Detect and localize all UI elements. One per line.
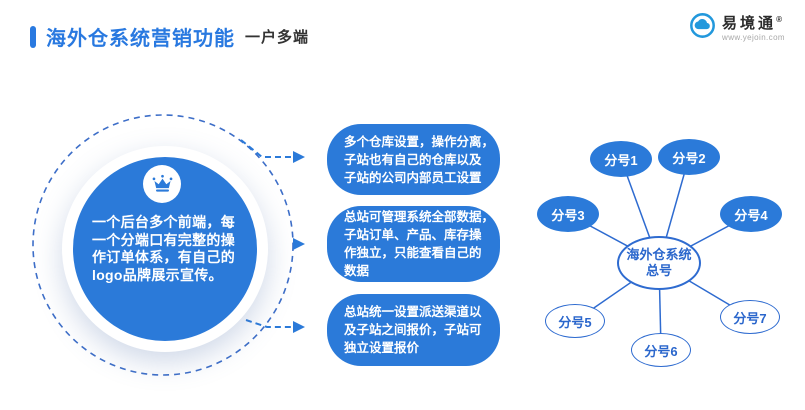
feature-line: 子站的公司内部员工设置 [344,170,482,185]
hero-description: 一个后台多个前端，每 一个分端口有完整的操 作订单体系，有自己的 logo品牌展… [92,214,244,284]
feature-card-pricing: 总站统一设置派送渠道以 及子站之间报价，子站可 独立设置报价 [327,294,500,366]
crown-badge [143,165,181,203]
crown-icon [152,174,172,192]
feature-card-data: 总站可管理系统全部数据， 子站订单、产品、库存操 作独立，只能查看自己的 数据 [327,206,500,282]
node-branch-4: 分号4 [720,196,782,232]
feature-line: 多个仓库设置，操作分离， [344,134,495,149]
feature-card-warehouse: 多个仓库设置，操作分离， 子站也有自己的仓库以及 子站的公司内部员工设置 [327,124,500,195]
node-branch-7: 分号7 [720,300,780,334]
connector-arrow-1 [240,139,305,163]
page-title: 海外仓系统营销功能 [46,28,235,50]
feature-line: 总站可管理系统全部数据， [344,210,495,224]
cloud-logo-icon [690,13,715,38]
brand-text-block: 易境通® www.yejoin.com [722,11,785,42]
feature-line: 作独立，只能查看自己的 [344,246,482,260]
node-branch-5: 分号5 [545,304,605,338]
feature-line: 子站订单、产品、库存操 [344,228,482,242]
node-master-line: 总号 [645,263,672,278]
feature-line: 独立设置报价 [344,341,420,355]
feature-line: 子站也有自己的仓库以及 [344,152,482,167]
title-accent-bar [30,25,36,48]
brand-url: www.yejoin.com [722,33,785,42]
node-branch-2: 分号2 [658,139,720,175]
node-master: 海外仓系统 总号 [617,236,701,290]
hero-circle: 一个后台多个前端，每 一个分端口有完整的操 作订单体系，有自己的 logo品牌展… [73,157,257,341]
brand-logo: 易境通® www.yejoin.com [689,11,785,42]
brand-name-text: 易境通 [722,15,777,32]
feature-line: 数据 [344,264,370,278]
hero-line: 一个分端口有完整的操 [92,231,235,248]
node-master-line: 海外仓系统 [626,247,692,262]
connector-arrow-3 [245,319,305,333]
node-branch-6: 分号6 [631,333,691,367]
page-subtitle: 一户多端 [245,29,310,46]
hero-line: 作订单体系，有自己的 [92,249,235,265]
feature-line: 及子站之间报价，子站可 [344,323,482,337]
feature-line: 总站统一设置派送渠道以 [344,305,482,319]
brand-name: 易境通® [722,11,785,32]
hero-line: logo品牌展示宣传。 [92,266,223,283]
registered-mark: ® [776,15,782,24]
node-branch-1: 分号1 [590,141,652,177]
page-header: 海外仓系统营销功能 一户多端 [30,22,309,51]
hero-line: 一个后台多个前端，每 [92,214,235,230]
node-branch-3: 分号3 [537,196,599,232]
